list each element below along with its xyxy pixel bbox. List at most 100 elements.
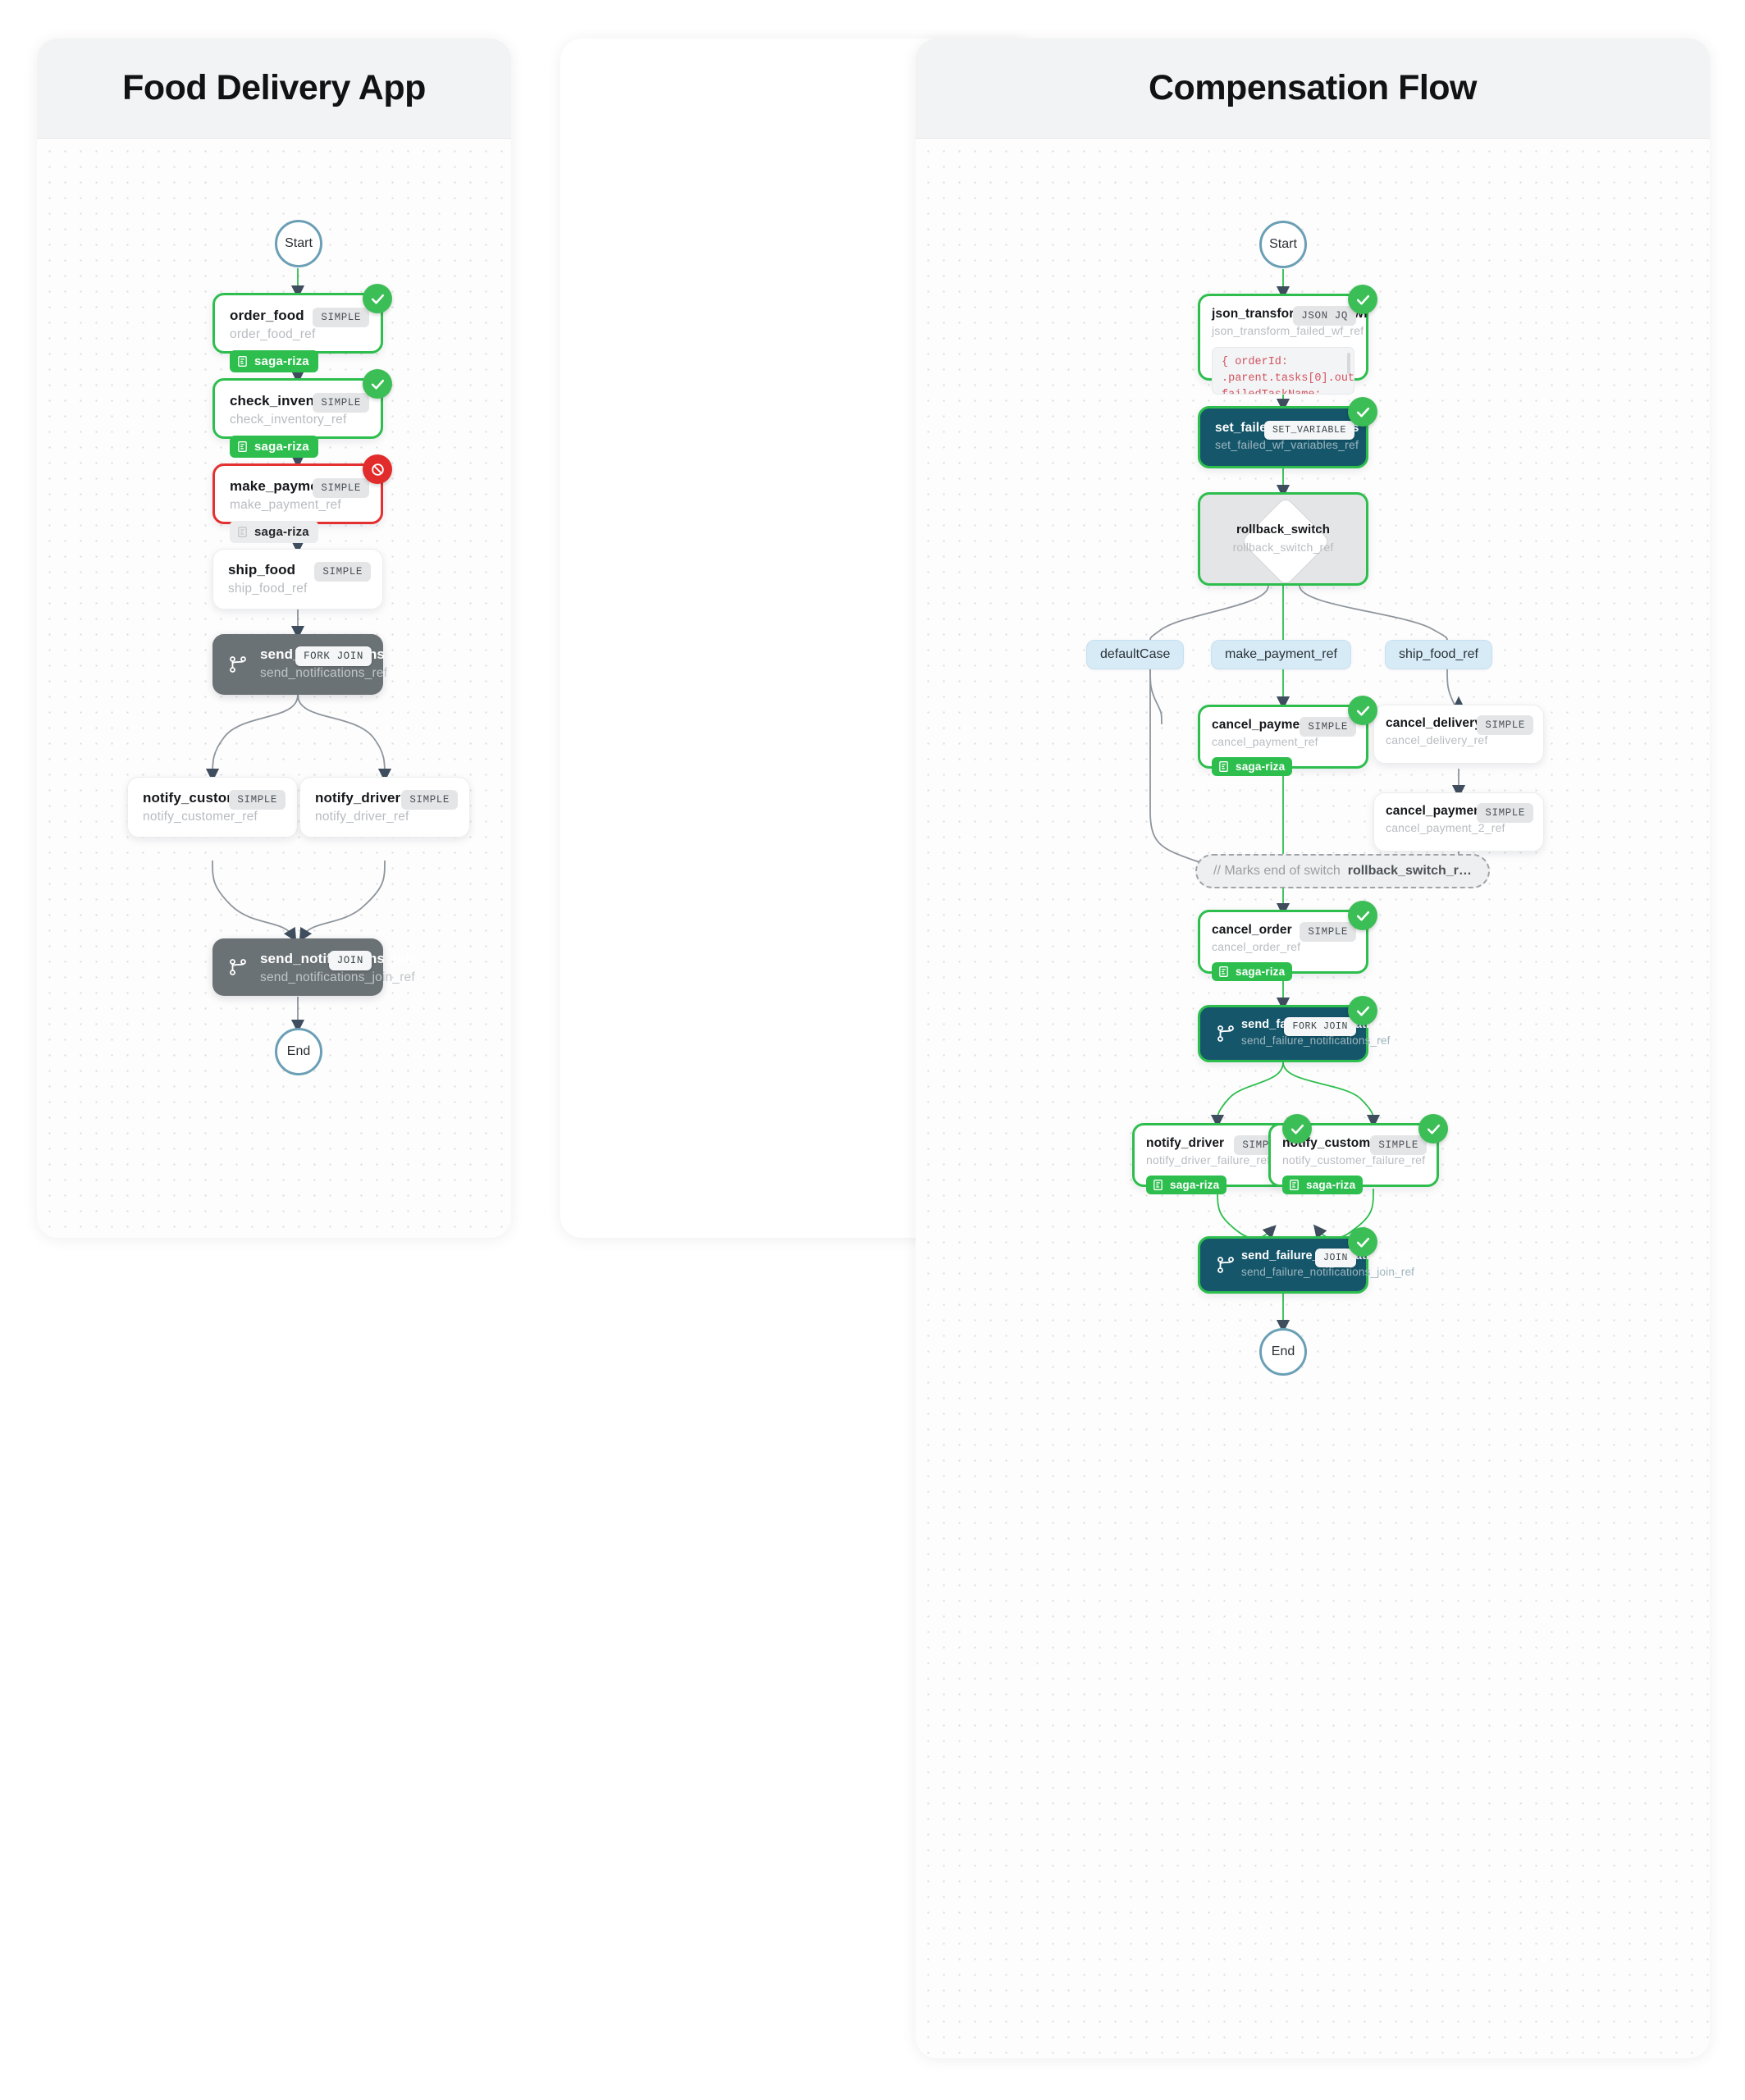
- branch-label: make_payment_ref: [1225, 647, 1337, 661]
- node-title: make_payment: [230, 478, 332, 494]
- join-icon: [1217, 1257, 1234, 1273]
- start-terminal-left[interactable]: Start: [275, 220, 322, 267]
- page-title: Food Delivery App: [122, 68, 426, 107]
- saga-badge-label: saga-riza: [1236, 965, 1286, 978]
- status-badge-success: [1348, 696, 1377, 725]
- status-badge-success: [1348, 285, 1377, 314]
- node-title: notify_driver: [315, 790, 401, 806]
- document-icon: [1290, 1179, 1299, 1190]
- jq-code-block[interactable]: { orderId: .parent.tasks[0].outputData.o…: [1212, 346, 1354, 395]
- fork-icon: [1217, 1025, 1234, 1042]
- node-cancel-order[interactable]: cancel_order cancel_order_ref SIMPLE sag…: [1198, 901, 1377, 981]
- start-label: Start: [285, 236, 313, 250]
- status-badge-success: [1348, 901, 1377, 930]
- node-cancel-delivery[interactable]: cancel_delivery cancel_delivery_ref SIMP…: [1373, 705, 1544, 764]
- node-type-chip: SIMPLE: [1370, 1135, 1427, 1155]
- switch-label-group: rollback_switch rollback_switch_ref: [1200, 523, 1366, 555]
- node-send-failure-notifications-fork[interactable]: send_failure_notifications send_failure_…: [1198, 996, 1391, 1062]
- node-title: notify_customer: [1282, 1136, 1383, 1150]
- status-badge-success: [1282, 1114, 1312, 1144]
- saga-badge[interactable]: saga-riza: [230, 520, 318, 543]
- node-send-failure-notifications-join[interactable]: send_failure_notifications_join send_fai…: [1198, 1227, 1419, 1294]
- node-title: cancel_payment: [1386, 804, 1487, 818]
- join-icon: [230, 959, 246, 975]
- node-send-notifications-fork[interactable]: send_notifications send_notifications_re…: [212, 634, 388, 695]
- node-type-chip: SIMPLE: [229, 790, 286, 810]
- panel-header-left: Food Delivery App: [37, 39, 511, 139]
- node-send-notifications-join[interactable]: send_notifications_join send_notificatio…: [212, 938, 418, 996]
- branch-pill-ship-food-ref[interactable]: ship_food_ref: [1385, 640, 1492, 669]
- node-ref: set_failed_wf_variables_ref: [1215, 438, 1359, 452]
- branch-pill-defaultcase[interactable]: defaultCase: [1086, 640, 1185, 669]
- saga-badge-label: saga-riza: [1170, 1178, 1220, 1191]
- node-ref: send_notifications_ref: [260, 666, 388, 681]
- branch-label: ship_food_ref: [1399, 647, 1478, 661]
- node-title: cancel_delivery: [1386, 716, 1482, 730]
- node-ref: cancel_payment_2_ref: [1386, 821, 1505, 835]
- saga-badge[interactable]: saga-riza: [1146, 1175, 1227, 1194]
- end-terminal-left[interactable]: End: [275, 1028, 322, 1075]
- node-cancel-payment-2[interactable]: cancel_payment cancel_payment_2_ref SIMP…: [1373, 792, 1544, 851]
- node-ref: notify_driver_ref: [315, 810, 409, 824]
- node-check-inventory[interactable]: check_inventory check_inventory_ref SIMP…: [212, 369, 392, 458]
- saga-badge[interactable]: saga-riza: [230, 349, 318, 372]
- node-notify-customer-failure[interactable]: notify_customer notify_customer_failure_…: [1268, 1114, 1448, 1194]
- node-ref: cancel_delivery_ref: [1386, 733, 1488, 747]
- node-type-chip: SIMPLE: [1300, 717, 1356, 737]
- node-ref: notify_customer_ref: [143, 810, 258, 824]
- branch-label: defaultCase: [1100, 647, 1171, 661]
- node-ref: cancel_payment_ref: [1212, 735, 1318, 749]
- node-ref: order_food_ref: [230, 327, 316, 342]
- node-ref: check_inventory_ref: [230, 413, 347, 427]
- node-json-transform-failed-wf[interactable]: json_transform_failed_wf json_transform_…: [1198, 285, 1377, 395]
- saga-badge-label: saga-riza: [1236, 760, 1286, 773]
- status-badge-success: [1418, 1114, 1448, 1144]
- switch-end-note: // Marks end of switch rollback_switch_r…: [1195, 854, 1490, 888]
- document-icon: [238, 526, 247, 537]
- node-make-payment[interactable]: make_payment make_payment_ref SIMPLE sag…: [212, 454, 392, 543]
- node-notify-customer[interactable]: notify_customer notify_customer_ref SIMP…: [127, 777, 298, 838]
- branch-pill-make-payment-ref[interactable]: make_payment_ref: [1211, 640, 1351, 669]
- document-icon: [238, 355, 247, 367]
- panel-food-delivery-app: Food Delivery App: [37, 39, 511, 1238]
- switch-note-comment: // Marks end of switch: [1213, 864, 1341, 878]
- node-ref: make_payment_ref: [230, 498, 341, 513]
- status-badge-success: [363, 369, 392, 399]
- node-set-failed-wf-variables[interactable]: set_failed_wf_variables set_failed_wf_va…: [1198, 397, 1377, 468]
- status-badge-success: [1348, 397, 1377, 427]
- node-ship-food[interactable]: ship_food ship_food_ref SIMPLE: [212, 549, 383, 609]
- node-type-chip: FORK JOIN: [295, 646, 372, 666]
- end-label: End: [286, 1044, 311, 1058]
- node-ref: send_failure_notifications_join_ref: [1241, 1266, 1415, 1279]
- node-type-chip: JSON JQ: [1293, 306, 1356, 326]
- node-cancel-payment[interactable]: cancel_payment cancel_payment_ref SIMPLE…: [1198, 696, 1377, 776]
- node-ref: notify_customer_failure_ref: [1282, 1153, 1426, 1167]
- node-type-chip: SIMPLE: [1477, 715, 1533, 735]
- node-order-food[interactable]: order_food order_food_ref SIMPLE saga-ri…: [212, 284, 392, 372]
- end-terminal-right[interactable]: End: [1259, 1328, 1307, 1376]
- page-title-right: Compensation Flow: [1149, 68, 1478, 107]
- canvas-left[interactable]: Start order_food order_food_ref SIMPLE s…: [37, 139, 511, 1238]
- canvas-right[interactable]: Start json_transform_failed_wf json_tran…: [916, 139, 1710, 2058]
- node-title: order_food: [230, 308, 304, 323]
- node-type-chip: SIMPLE: [314, 562, 371, 582]
- node-notify-driver[interactable]: notify_driver notify_driver_ref SIMPLE: [299, 777, 470, 838]
- node-type-chip: SIMPLE: [1300, 922, 1356, 942]
- saga-badge[interactable]: saga-riza: [230, 435, 318, 458]
- node-ref: send_failure_notifications_ref: [1241, 1034, 1391, 1048]
- node-title: cancel_order: [1212, 923, 1292, 937]
- node-ref: send_notifications_join_ref: [260, 970, 415, 985]
- start-label-right: Start: [1269, 237, 1297, 251]
- saga-badge[interactable]: saga-riza: [1282, 1175, 1364, 1194]
- node-title: notify_driver: [1146, 1136, 1225, 1150]
- start-terminal-right[interactable]: Start: [1259, 221, 1307, 268]
- node-rollback-switch[interactable]: rollback_switch rollback_switch_ref: [1198, 492, 1368, 587]
- node-type-chip: SIMPLE: [1477, 803, 1533, 823]
- saga-badge-label: saga-riza: [254, 524, 309, 539]
- saga-badge[interactable]: saga-riza: [1212, 961, 1293, 981]
- code-scrollbar[interactable]: [1347, 352, 1350, 374]
- fork-icon: [230, 656, 246, 673]
- saga-badge[interactable]: saga-riza: [1212, 756, 1293, 776]
- node-ref: notify_driver_failure_ref: [1146, 1153, 1271, 1167]
- node-type-chip: SET_VARIABLE: [1263, 421, 1354, 440]
